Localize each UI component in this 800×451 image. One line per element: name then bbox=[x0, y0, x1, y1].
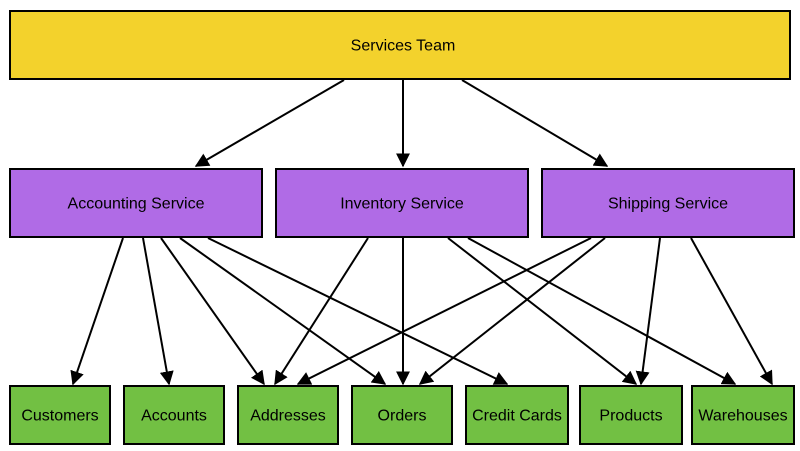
edge-accounting-to-accounts bbox=[142, 237, 174, 386]
services-team-box bbox=[9, 10, 791, 80]
addresses-label: Addresses bbox=[250, 408, 326, 425]
warehouses-box bbox=[691, 385, 795, 445]
orders-label: Orders bbox=[378, 408, 427, 425]
addresses-node: Addresses bbox=[237, 385, 339, 445]
products-box bbox=[579, 385, 683, 445]
edge-accounting-to-addresses bbox=[160, 237, 265, 386]
edge-shipping-to-products bbox=[635, 237, 661, 386]
edge-top-to-shipping bbox=[461, 79, 609, 167]
credit-cards-label: Credit Cards bbox=[472, 408, 562, 425]
edge-top-to-accounting bbox=[194, 79, 345, 167]
services-team-node: Services Team bbox=[9, 10, 791, 80]
customers-node: Customers bbox=[9, 385, 111, 445]
accounts-box bbox=[123, 385, 225, 445]
addresses-box bbox=[237, 385, 339, 445]
inventory-service-node: Inventory Service bbox=[275, 168, 529, 238]
edge-accounting-to-orders bbox=[179, 237, 387, 385]
customers-label: Customers bbox=[21, 408, 98, 425]
warehouses-label: Warehouses bbox=[698, 408, 787, 425]
edge-accounting-to-customers bbox=[70, 237, 124, 386]
shipping-service-label: Shipping Service bbox=[608, 196, 728, 213]
warehouses-node: Warehouses bbox=[691, 385, 795, 445]
accounting-service-node: Accounting Service bbox=[9, 168, 263, 238]
edge-inventory-to-addresses bbox=[274, 237, 369, 386]
edges-layer bbox=[70, 79, 773, 386]
products-node: Products bbox=[579, 385, 683, 445]
edge-shipping-to-addresses bbox=[296, 237, 592, 385]
products-label: Products bbox=[599, 408, 662, 425]
shipping-service-box bbox=[541, 168, 795, 238]
inventory-service-label: Inventory Service bbox=[340, 196, 464, 213]
accounting-service-box bbox=[9, 168, 263, 238]
orders-box bbox=[351, 385, 453, 445]
orders-node: Orders bbox=[351, 385, 453, 445]
edge-shipping-to-orders bbox=[418, 237, 606, 385]
edge-accounting-to-credit-cards bbox=[207, 237, 509, 385]
accounts-node: Accounts bbox=[123, 385, 225, 445]
services-team-label: Services Team bbox=[351, 38, 456, 55]
edge-inventory-to-products bbox=[447, 237, 638, 385]
credit-cards-node: Credit Cards bbox=[465, 385, 569, 445]
shipping-service-node: Shipping Service bbox=[541, 168, 795, 238]
inventory-service-box bbox=[275, 168, 529, 238]
edge-inventory-to-warehouses bbox=[467, 237, 737, 385]
accounts-label: Accounts bbox=[141, 408, 207, 425]
customers-box bbox=[9, 385, 111, 445]
accounting-service-label: Accounting Service bbox=[68, 196, 205, 213]
credit-cards-box bbox=[465, 385, 569, 445]
edge-shipping-to-warehouses bbox=[690, 237, 773, 386]
